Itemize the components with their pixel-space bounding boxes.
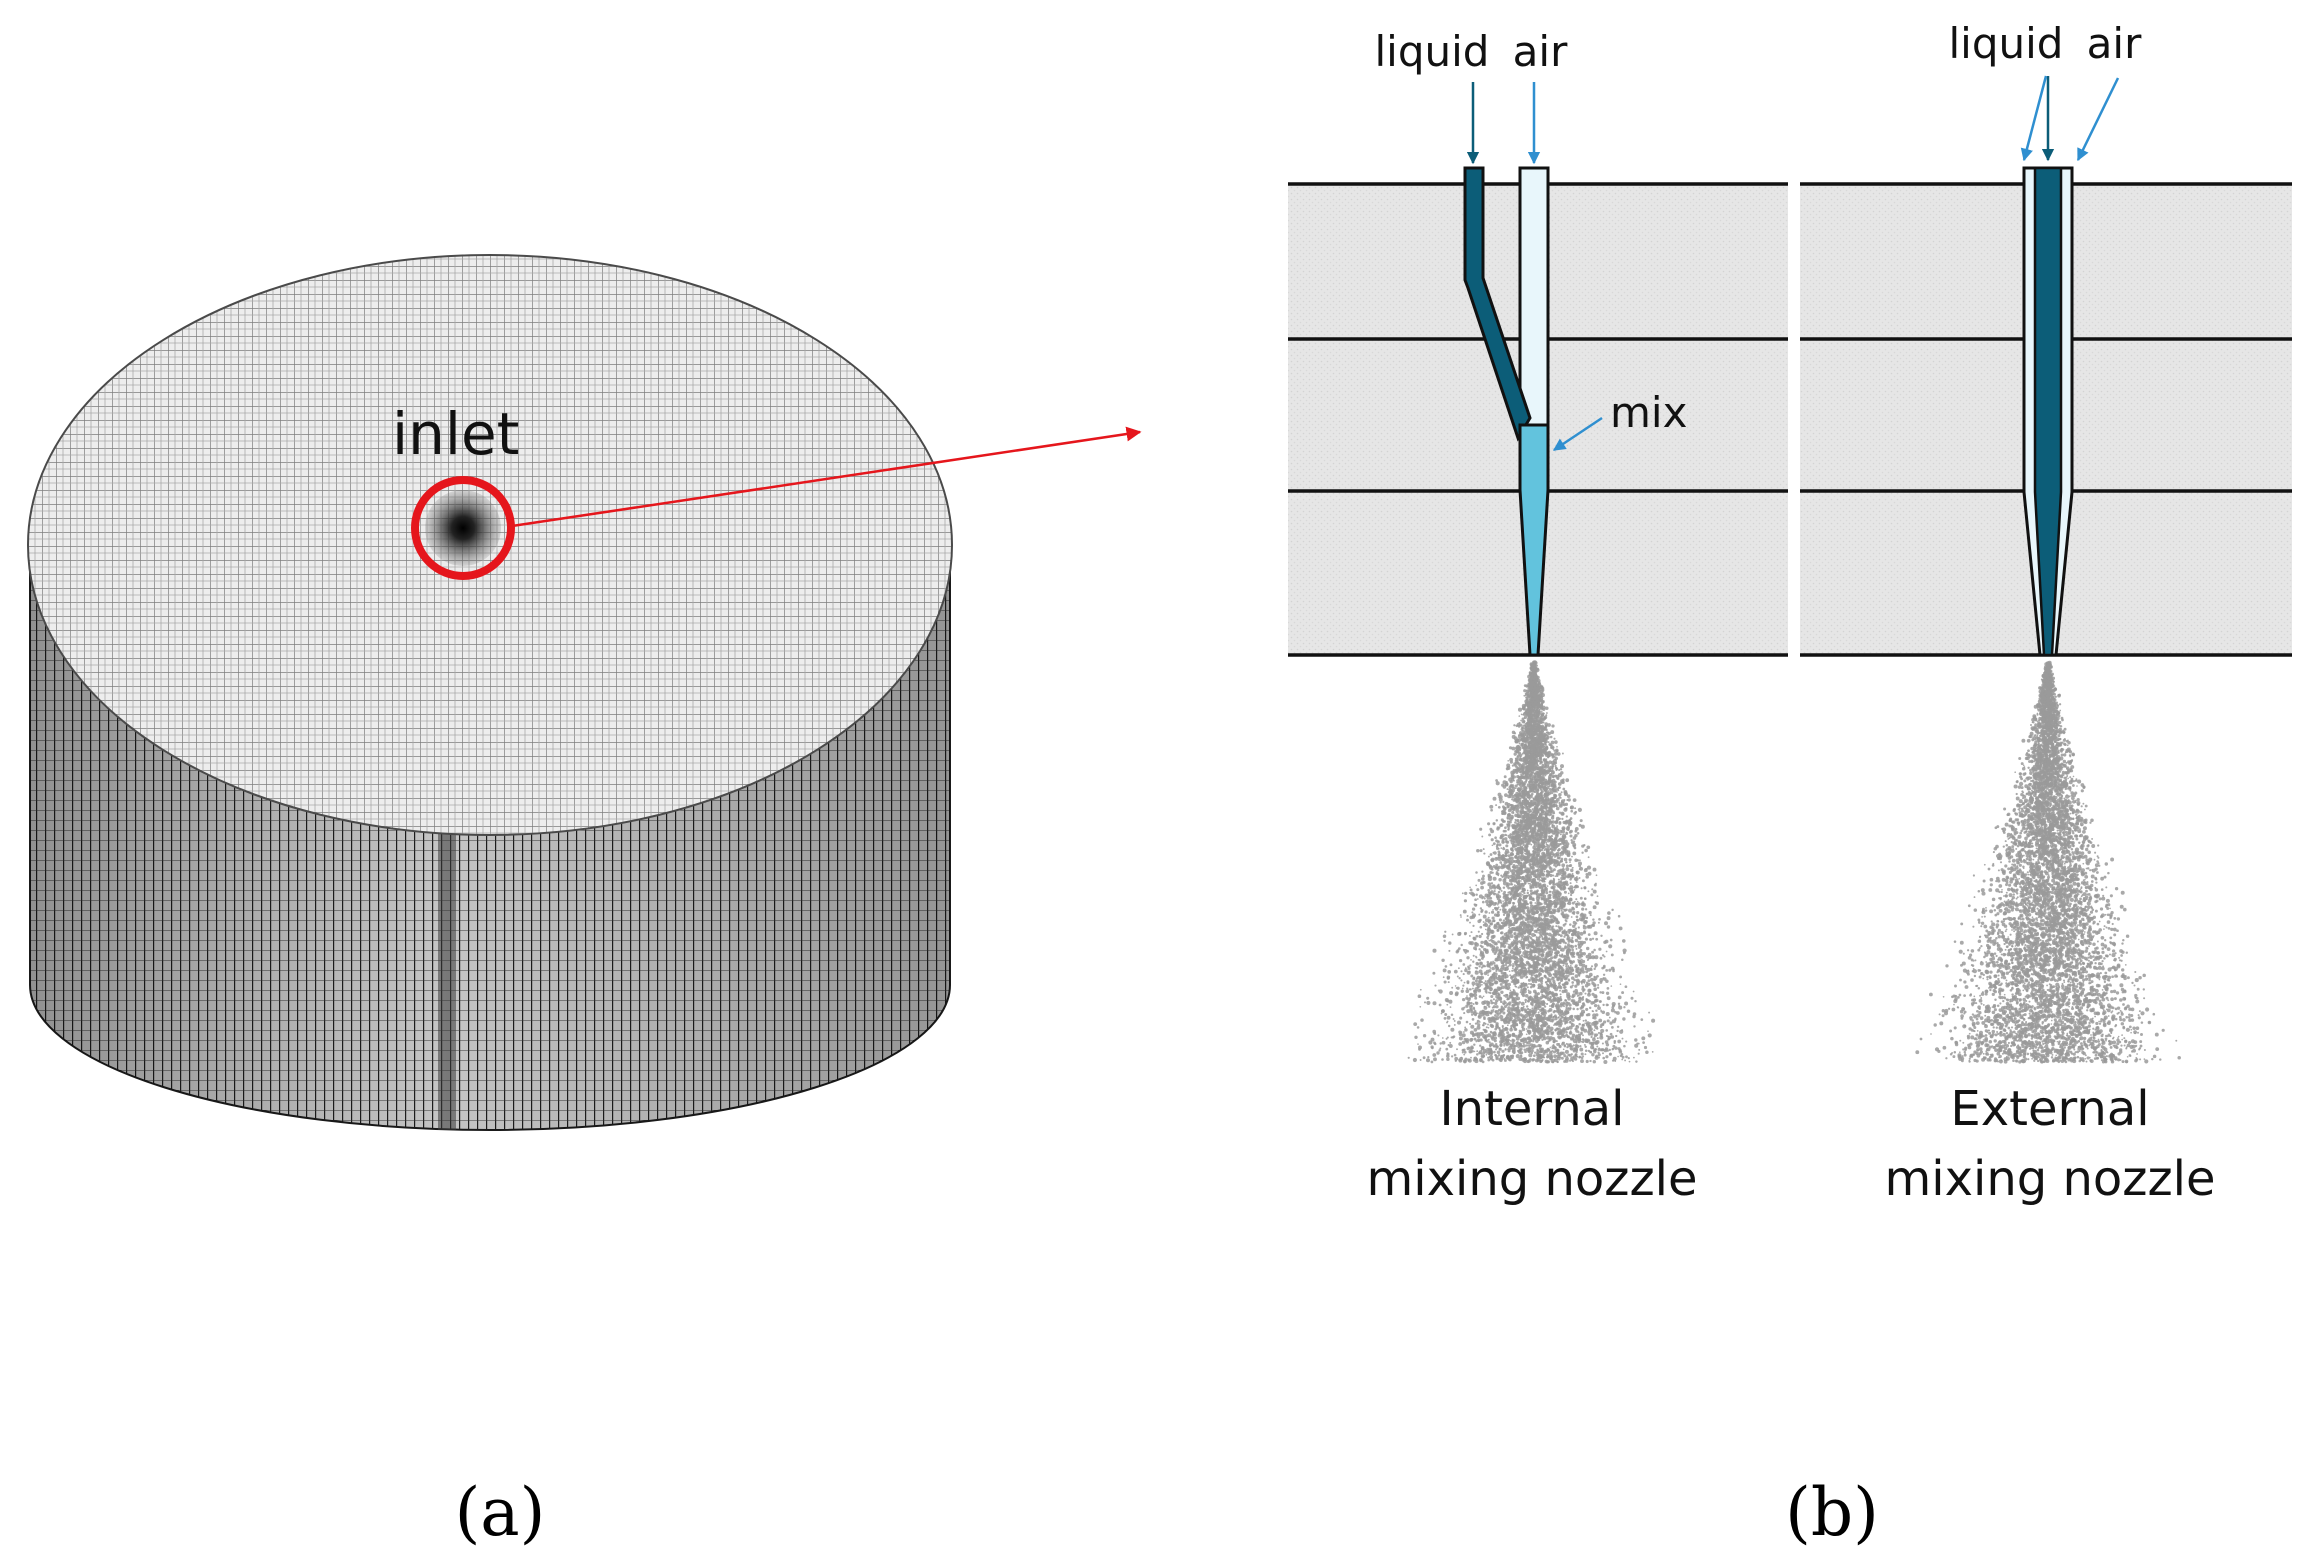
air-label-internal: air: [1513, 27, 1568, 76]
inlet-mesh-refinement: [425, 490, 501, 566]
air-label-external: air: [2087, 19, 2142, 68]
spray-cone-internal: [1407, 660, 1656, 1065]
inlet-pointer-arrow: [511, 426, 1142, 528]
mix-arrow: [1552, 416, 1603, 452]
mix-label: mix: [1610, 388, 1687, 437]
mix-channel-internal: [1518, 423, 1550, 657]
air-arrow-external-right: [2076, 77, 2120, 162]
liquid-core-external: [2033, 166, 2063, 657]
inlet-highlight-circle: [411, 476, 515, 580]
internal-mixing-nozzle: liquid air mix Internal mixing nozzle: [1288, 27, 1788, 1207]
internal-nozzle-name-line2: mixing nozzle: [1366, 1151, 1697, 1207]
air-arrow-external-left: [2020, 75, 2048, 162]
liquid-label-external: liquid: [1949, 19, 2064, 68]
external-nozzle-name-line2: mixing nozzle: [1884, 1151, 2215, 1207]
internal-nozzle-name-line1: Internal: [1440, 1081, 1625, 1137]
inlet-label: inlet: [392, 400, 519, 468]
spray-cone-external: [1915, 660, 2181, 1064]
panel-a: inlet (a): [27, 254, 1142, 1551]
external-mixing-nozzle: liquid air External mixing nozzle: [1800, 19, 2292, 1207]
liquid-label-internal: liquid: [1375, 27, 1490, 76]
external-nozzle-name-line1: External: [1950, 1081, 2149, 1137]
caption-b: (b): [1785, 1474, 1879, 1551]
caption-a: (a): [455, 1474, 546, 1551]
air-channel-internal: [1518, 166, 1550, 427]
